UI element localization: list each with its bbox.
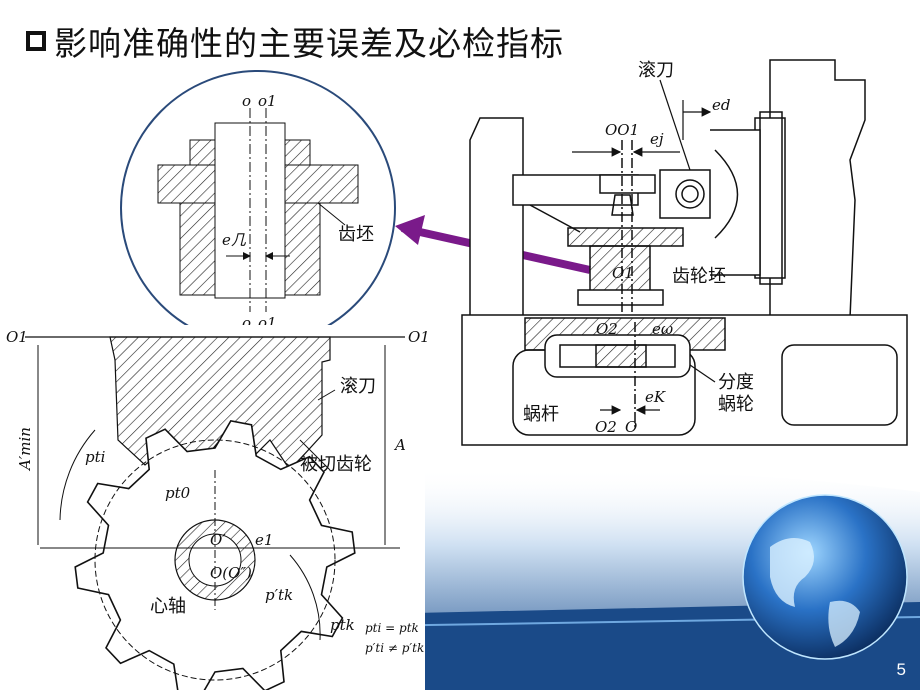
machine-ek: eK [645,388,666,406]
machine-ed-label: ed [712,96,730,114]
gear-eq1: pti = ptk [365,621,419,635]
gear-mandrel-label: 心轴 [150,596,186,617]
blank-label: 齿坯 [338,224,374,245]
gear-pt0-label: pt0 [165,484,191,502]
gear-eq2: p′ti ≠ p′tk [365,641,424,655]
bottom-mark-o: o [242,314,251,332]
gear-o1-left: O1 [6,328,28,346]
gear-hob-label: 滚刀 [340,376,376,397]
gear-a-label: A [393,436,406,454]
page-number: 5 [896,660,906,679]
eccentricity-label: e几 [222,231,247,249]
machine-gear-blank-label: 齿轮坯 [672,266,726,287]
machine-index-wheel-label: 分度 蜗轮 [718,372,760,415]
gear-cut-gear-label: 被切齿轮 [300,454,372,475]
gear-ptk-prime-label: p′tk [265,586,293,604]
slide-title: 影响准确性的主要误差及必检指标 [26,16,564,66]
top-mark-o: o [242,92,251,110]
gear-o1-right: O1 [408,328,430,346]
machine-dimensions [572,79,716,415]
gear-pti-label: pti [85,448,106,466]
gear-diagram [0,325,425,690]
globe-icon [742,494,908,660]
machine-o2-bottom: O2 [595,418,617,436]
top-mark-o1: o1 [258,92,277,110]
machine-drawing [461,59,908,446]
machine-worm-label: 蜗杆 [523,404,559,425]
machine-ej-label: ej [650,130,664,148]
machine-hob-label: 滚刀 [638,60,674,81]
detail-circle-group: o o1 o o1 e几 齿坯 [120,70,396,346]
pointer-arrowhead [395,215,425,245]
machine-o2-top: O2 [596,320,618,338]
title-bullet-icon [26,31,46,51]
machine-eomega: eω [652,320,673,338]
gear-o-prime-label: O′ [210,531,226,549]
gear-e1-label: e1 [255,531,273,549]
machine-o-bottom: O [625,418,637,436]
gear-center-label: O(O″) [210,564,252,582]
gear-a-min-label: A′min [16,427,34,472]
machine-o1-label: O1 [612,264,634,282]
index-wheel-line2: 蜗轮 [718,394,754,415]
machine-oo1-label: OO1 [605,121,639,139]
gear-ptk-label: ptk [330,616,355,634]
index-wheel-line1: 分度 [718,372,754,393]
title-text: 影响准确性的主要误差及必检指标 [54,24,564,63]
